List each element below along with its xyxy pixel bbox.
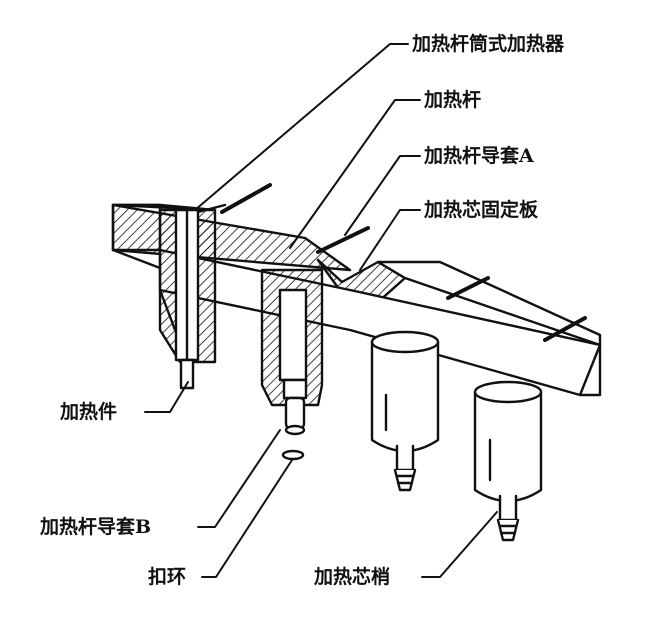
label-snap-ring: 扣环 [148,566,187,588]
label-core-plate: 加热芯固定板 [424,199,539,221]
heater-rod-guide-section [260,268,324,461]
heating-core-pin-1 [370,330,440,492]
label-core-pin: 加热芯梢 [314,566,391,588]
label-rod-guide-a: 加热杆导套A [424,145,534,167]
leader-lines [144,43,498,578]
heating-core-pin-2 [473,380,543,542]
label-heater-rod: 加热杆 [424,89,482,111]
label-rod-guide-b: 加热杆导套B [40,516,152,538]
label-heating-element: 加热件 [60,401,118,423]
label-heater-tube: 加热杆筒式加热器 [412,33,565,55]
heating-element-section [158,203,227,390]
